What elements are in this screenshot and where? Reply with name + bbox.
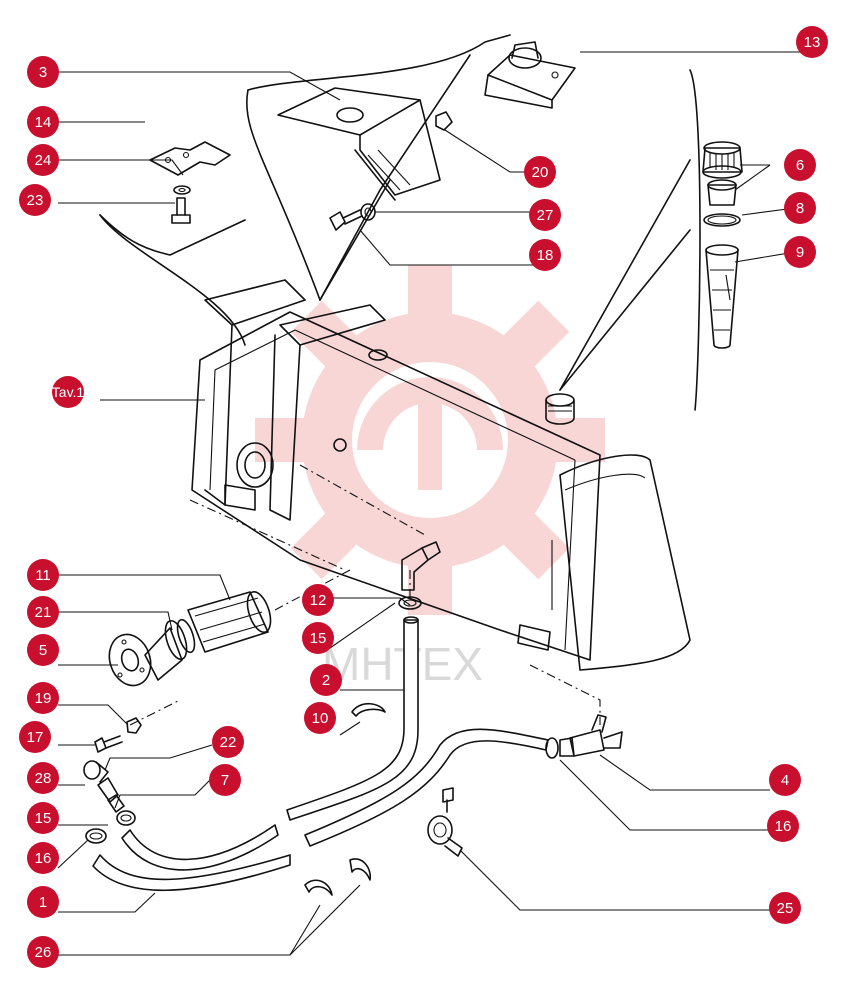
callout-3-label: 3: [39, 64, 47, 81]
callout-21-label: 21: [35, 604, 52, 621]
callout-15b: 15: [27, 802, 59, 834]
callout-25: 25: [769, 892, 801, 924]
part-banjo-28: [83, 760, 109, 783]
callout-20: 20: [524, 156, 556, 188]
detail-boundary-lines: [99, 34, 701, 411]
part-grommet-20: [435, 111, 453, 131]
callout-26: 26: [27, 936, 59, 968]
callout-25-label: 25: [777, 900, 794, 917]
callout-3: 3: [27, 56, 59, 88]
part-bolt-23: [171, 197, 191, 224]
callout-11: 11: [27, 559, 59, 591]
callout-2: 2: [310, 664, 342, 696]
reference-tav1[interactable]: Tav.1: [52, 376, 85, 408]
part-hose-2: [286, 616, 419, 821]
part-union-22: [97, 777, 119, 803]
callout-23-label: 23: [27, 192, 44, 209]
callout-6: 6: [784, 149, 816, 181]
part-fitting-7: [107, 794, 125, 813]
part-cap-6: [702, 141, 743, 206]
callout-21: 21: [27, 596, 59, 628]
callout-11-label: 11: [35, 567, 51, 584]
callout-18-label: 18: [537, 247, 554, 264]
callout-9-label: 9: [796, 244, 804, 261]
part-clamp-25: [427, 787, 463, 857]
callout-1: 1: [27, 886, 59, 918]
callout-22: 22: [212, 726, 244, 758]
callout-7: 7: [209, 764, 241, 796]
callout-14: 14: [27, 106, 59, 138]
part-plate-14: [149, 141, 231, 176]
callout-12-label: 12: [310, 592, 327, 609]
part-washer-24: [173, 185, 191, 195]
callout-16b: 16: [767, 810, 799, 842]
callout-28-label: 28: [35, 770, 52, 787]
part-clip-16b: [545, 737, 559, 759]
callout-24-label: 24: [35, 152, 52, 169]
callout-20-label: 20: [532, 164, 549, 181]
callout-24: 24: [27, 144, 59, 176]
part-tap-4: [559, 714, 623, 757]
callout-1-label: 1: [39, 894, 47, 911]
callout-28: 28: [27, 762, 59, 794]
callout-10-label: 10: [312, 710, 329, 727]
watermark-text: MHTEX: [322, 638, 483, 690]
callout-16a: 16: [27, 842, 59, 874]
callout-15b-label: 15: [35, 810, 52, 827]
part-hose-lower-return: [121, 824, 279, 871]
reference-tav1-label: Tav.1: [52, 384, 85, 400]
callout-19: 19: [27, 682, 59, 714]
part-hose-feed: [304, 728, 549, 847]
callout-19-label: 19: [35, 690, 52, 707]
part-flange-5: [108, 627, 183, 687]
callout-6-label: 6: [796, 157, 804, 174]
callout-27: 27: [529, 199, 561, 231]
part-clip-10: [351, 702, 386, 717]
callout-23: 23: [19, 184, 51, 216]
callout-18: 18: [529, 239, 561, 271]
part-strainer-9: [705, 244, 739, 349]
callout-13: 13: [796, 26, 828, 58]
callout-26-label: 26: [35, 944, 52, 961]
part-filler-cap-13: [484, 41, 576, 109]
part-washer-27: [360, 203, 376, 221]
part-clips-26: [304, 858, 372, 896]
callout-13-label: 13: [804, 34, 821, 51]
callout-8-label: 8: [796, 200, 804, 217]
callout-9: 9: [784, 236, 816, 268]
part-clip-15b: [116, 810, 136, 826]
callout-15a: 15: [302, 622, 334, 654]
callout-5-label: 5: [39, 642, 47, 659]
leader-lines: [57, 41, 813, 956]
callout-7-label: 7: [221, 772, 229, 789]
callout-27-label: 27: [537, 207, 554, 224]
part-filter-element-11: [187, 590, 272, 653]
fuel-tank: [191, 279, 691, 671]
callout-2-label: 2: [322, 672, 330, 689]
part-seal-8: [703, 213, 741, 227]
callout-22-label: 22: [220, 734, 237, 751]
callout-15a-label: 15: [310, 630, 327, 647]
callout-4: 4: [769, 764, 801, 796]
part-clip-15a: [398, 596, 422, 610]
callout-4-label: 4: [781, 772, 789, 789]
part-bracket-3: [277, 87, 441, 201]
part-bolt-18: [329, 209, 363, 231]
callout-10: 10: [304, 702, 336, 734]
callout-16a-label: 16: [35, 850, 52, 867]
part-nut-19: [126, 717, 142, 734]
callout-14-label: 14: [35, 114, 52, 131]
callout-8: 8: [784, 192, 816, 224]
tank-filler-neck: [545, 393, 575, 425]
part-hose-1: [92, 854, 291, 892]
part-bolt-17: [94, 735, 123, 753]
part-clip-16a: [85, 828, 107, 844]
callout-17-label: 17: [27, 729, 44, 746]
callout-5: 5: [27, 634, 59, 666]
callout-12: 12: [302, 584, 334, 616]
callout-17: 17: [19, 721, 51, 753]
part-elbow-12: [401, 541, 441, 591]
callout-16b-label: 16: [775, 818, 792, 835]
